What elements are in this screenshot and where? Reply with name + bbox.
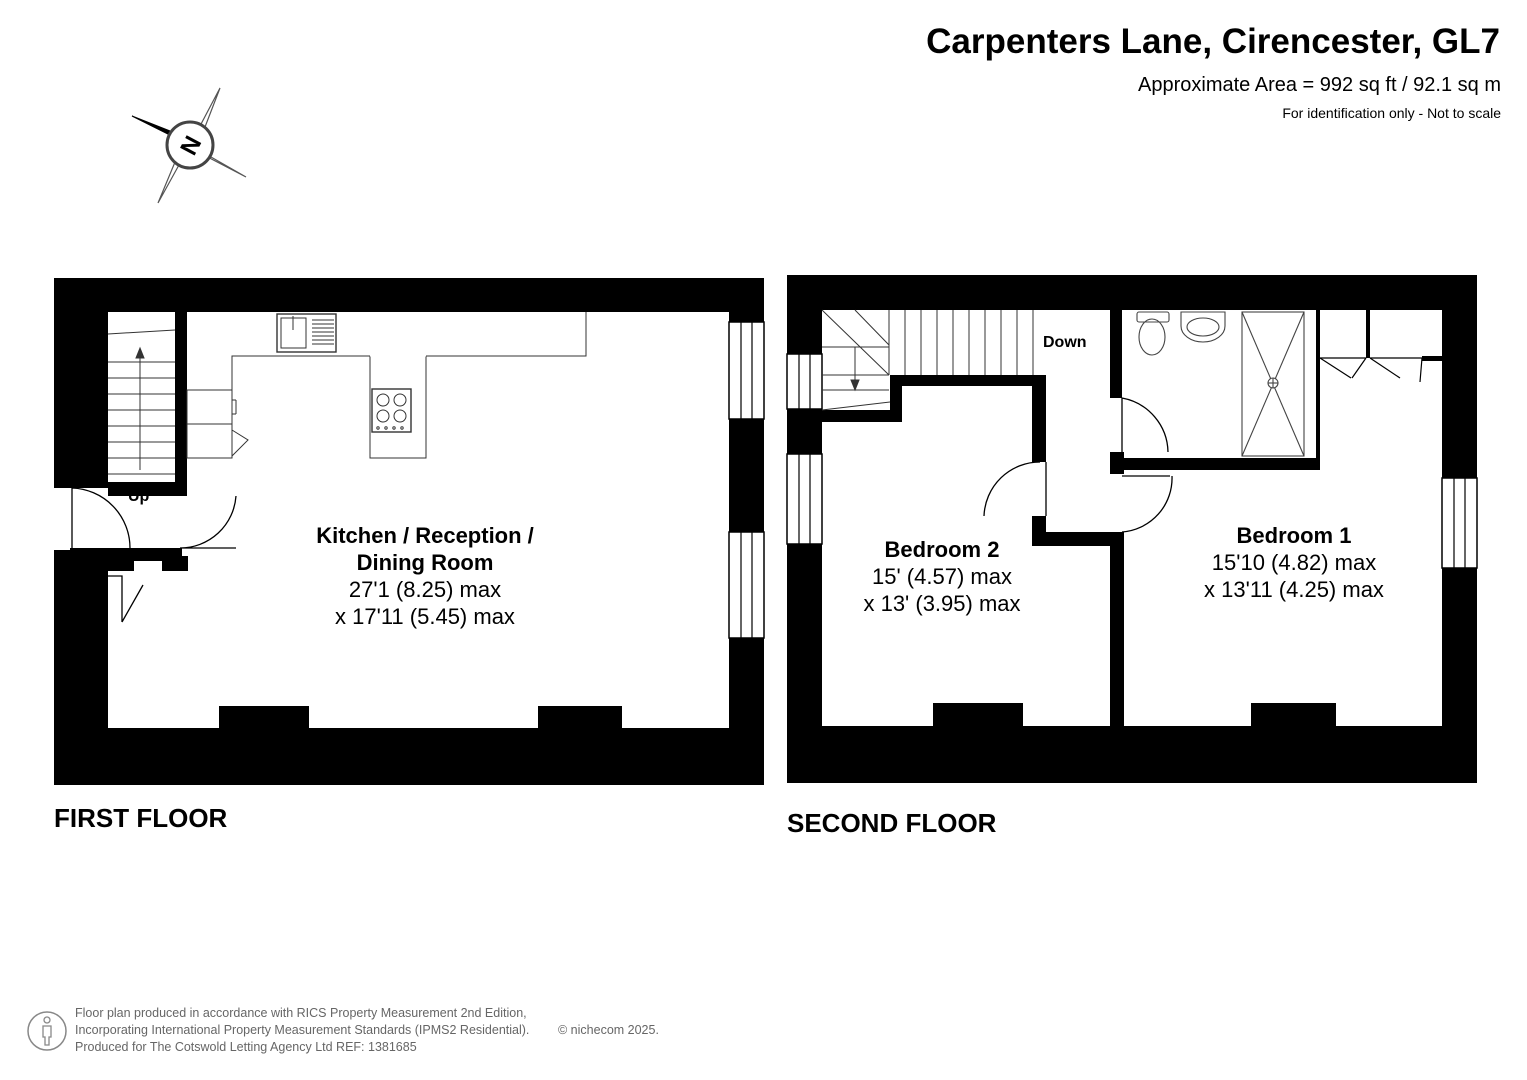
second-floor-walls (787, 275, 1477, 783)
bathroom-door (1121, 397, 1169, 453)
window-left-upper (786, 353, 823, 410)
bathroom-fixtures (1136, 311, 1305, 457)
room-dimension-2: x 17'11 (5.45) max (335, 604, 515, 629)
second-floor-stairs (821, 309, 1034, 411)
shower-tray (1241, 311, 1305, 457)
footer-line-3: Produced for The Cotswold Letting Agency… (75, 1040, 417, 1054)
basin (1180, 311, 1226, 343)
kitchen-reception-room-label: Kitchen / Reception / Dining Room 27'1 (… (316, 522, 534, 630)
bedroom1-dimension-2: x 13'11 (4.25) max (1204, 577, 1384, 602)
page-title: Carpenters Lane, Cirencester, GL7 (926, 22, 1500, 61)
kitchen-island (369, 355, 427, 459)
entrance-opening (54, 488, 108, 550)
footer: Floor plan produced in accordance with R… (75, 1005, 659, 1056)
first-floor-walls (54, 278, 764, 785)
kitchen-hob (371, 388, 412, 433)
kitchen-sink (276, 313, 337, 353)
stair-door (179, 495, 237, 549)
second-floor-plan (786, 275, 1478, 783)
window-right-lower (728, 531, 765, 639)
first-floor-stairs (107, 329, 176, 475)
chimney-breast-right (538, 706, 622, 730)
room-name-line1: Kitchen / Reception / (316, 523, 534, 548)
bedroom2-dimension-2: x 13' (3.95) max (863, 591, 1021, 616)
bedroom2-name: Bedroom 2 (884, 537, 1000, 562)
footer-line-2: Incorporating International Property Mea… (75, 1023, 530, 1037)
bedroom2-label: Bedroom 2 15' (4.57) max x 13' (3.95) ma… (863, 536, 1020, 617)
first-floor-label: FIRST FLOOR (54, 803, 228, 833)
bedroom1-door (1121, 475, 1173, 533)
approximate-area: Approximate Area = 992 sq ft / 92.1 sq m (1138, 74, 1501, 96)
room-dimension-1: 27'1 (8.25) max (348, 577, 502, 602)
scale-note: For identification only - Not to scale (1282, 105, 1501, 121)
second-floor-stairs-label: Down (1043, 334, 1087, 351)
bedroom2-door (983, 461, 1047, 517)
toilet-cistern (1136, 311, 1170, 323)
chimney-breast-left (219, 706, 309, 730)
room-name-line2: Dining Room (356, 550, 494, 575)
bathroom-wall-right (1316, 310, 1320, 470)
bedroom1-label: Bedroom 1 15'10 (4.82) max x 13'11 (4.25… (1204, 522, 1384, 603)
chimney-breast-bed2 (933, 703, 1023, 728)
bathroom-wall-left (1110, 310, 1122, 398)
bedroom-divider-wall (1110, 532, 1124, 728)
chimney-breast-bed1 (1251, 703, 1336, 728)
first-floor-plan (54, 278, 765, 785)
person-icon (27, 1011, 67, 1051)
bedroom2-dimension-1: 15' (4.57) max (872, 564, 1012, 589)
window-left-lower (786, 453, 823, 545)
stair-partition-wall (175, 312, 187, 496)
bedroom1-name: Bedroom 1 (1236, 523, 1352, 548)
toilet-bowl (1138, 318, 1166, 356)
bedroom1-dimension-1: 15'10 (4.82) max (1211, 550, 1377, 575)
copyright: © nichecom 2025. (558, 1023, 659, 1037)
compass-icon: N (131, 87, 247, 204)
first-floor-stairs-label: Up (128, 488, 150, 505)
bathroom-wall-bottom (1122, 458, 1320, 470)
kitchen-units (186, 312, 587, 459)
footer-line-1: Floor plan produced in accordance with R… (75, 1006, 527, 1020)
second-floor-label: SECOND FLOOR (787, 808, 997, 838)
window-right-upper (728, 321, 765, 420)
window-right (1441, 477, 1478, 569)
bedroom2-wall (822, 375, 1046, 462)
wardrobe-doors (1319, 357, 1423, 383)
entrance-door (71, 487, 131, 549)
